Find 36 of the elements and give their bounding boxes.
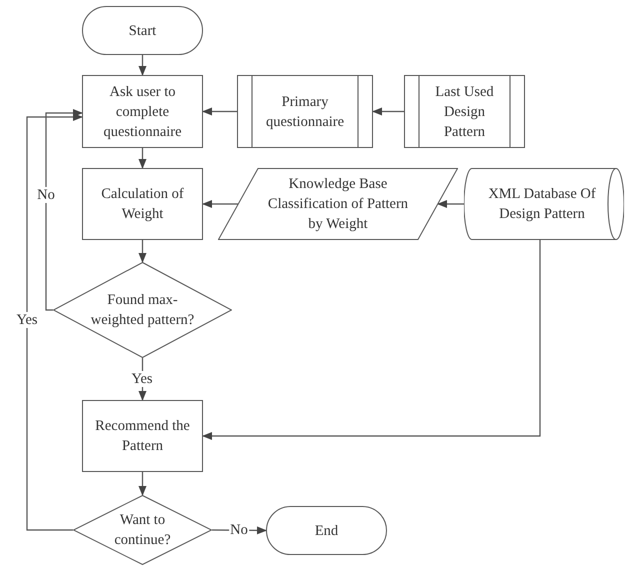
edge-label: Yes bbox=[130, 371, 154, 387]
process-box bbox=[82, 400, 203, 472]
node-label: XML Database Of Design Pattern bbox=[488, 185, 596, 224]
database-cylinder bbox=[464, 168, 624, 240]
arrow bbox=[138, 240, 146, 263]
node-label: Recommend the Pattern bbox=[94, 417, 191, 456]
node-label: Primary questionnaire bbox=[264, 92, 346, 132]
arrow bbox=[45, 109, 83, 311]
arrow bbox=[26, 113, 83, 531]
arrow bbox=[202, 240, 541, 440]
terminal-shape bbox=[266, 506, 387, 555]
node-label: End bbox=[314, 522, 338, 540]
node-label: Found max-weighted pattern? bbox=[90, 291, 196, 330]
node-label: Want to continue? bbox=[113, 511, 172, 550]
decision-diamond bbox=[73, 495, 212, 565]
arrow bbox=[437, 200, 464, 208]
process-box bbox=[82, 168, 203, 240]
node-label: Ask user to complete questionnaire bbox=[102, 82, 183, 142]
arrow bbox=[202, 200, 238, 208]
decision-diamond bbox=[53, 262, 232, 358]
predefined-process-box bbox=[237, 75, 373, 148]
process-box bbox=[82, 75, 203, 148]
edge-label: No bbox=[36, 187, 56, 203]
arrow bbox=[138, 148, 146, 169]
arrow bbox=[138, 55, 146, 76]
node-label: Calculation of Weight bbox=[100, 185, 185, 224]
node-label: Knowledge Base Classification of Pattern by Weight bbox=[266, 175, 410, 234]
predefined-process-box bbox=[404, 75, 525, 148]
data-parallelogram bbox=[218, 168, 458, 240]
terminal-shape bbox=[82, 6, 203, 55]
arrow bbox=[202, 108, 237, 116]
edge-label: Yes bbox=[15, 312, 39, 328]
node-label: Start bbox=[128, 22, 156, 40]
arrow bbox=[138, 472, 146, 496]
node-label: Last Used Design Pattern bbox=[434, 82, 495, 142]
arrow bbox=[372, 108, 404, 116]
